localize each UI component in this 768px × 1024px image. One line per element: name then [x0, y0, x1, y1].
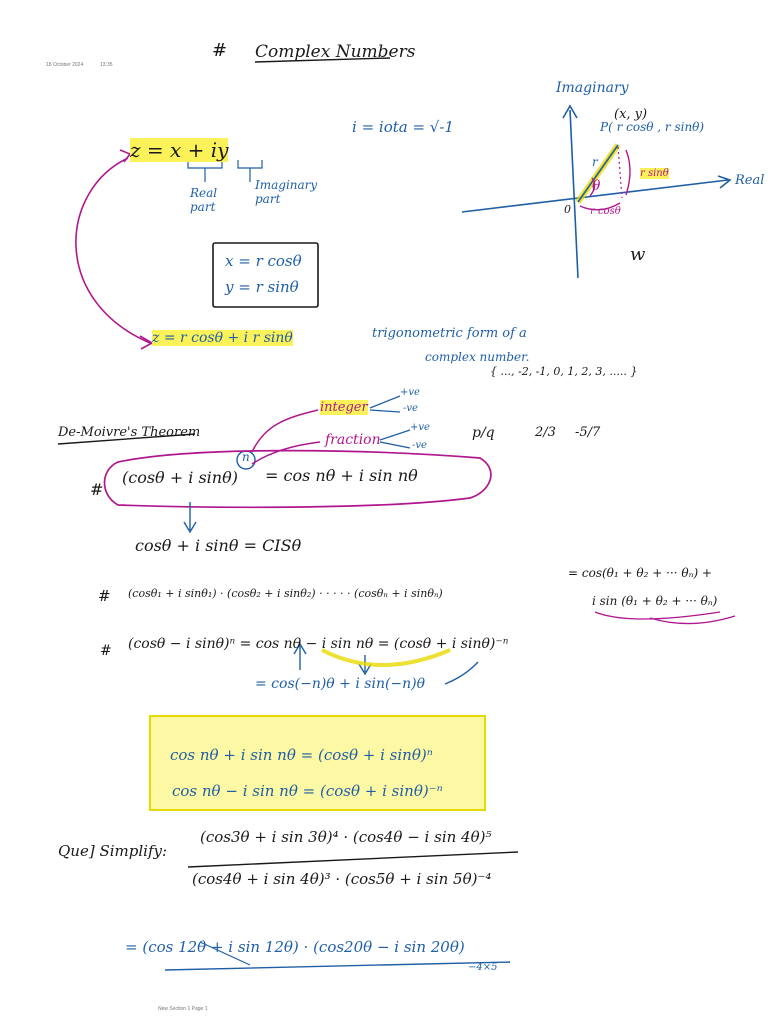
answer-exponent: −4×5 [468, 962, 498, 973]
trig-note-line1: trigonometric form of a [372, 326, 527, 341]
z-algebraic-form: z = x + iy [130, 138, 229, 162]
product-rhs-line1: = cos(θ₁ + θ₂ + ··· θₙ) + [568, 566, 712, 580]
integer-label: integer [320, 400, 368, 415]
time-stamp: 13:35 [100, 62, 113, 68]
integer-positive: +ve [400, 387, 420, 398]
summary-line2: cos nθ − i sin nθ = (cosθ + i sinθ)⁻ⁿ [172, 782, 443, 800]
fraction-example-1: 2/3 [535, 425, 556, 440]
real-part-label: Real part [190, 186, 218, 214]
question-numerator: (cos3θ + i sin 3θ)⁴ · (cos4θ − i sin 4θ)… [200, 828, 492, 846]
point-p-label: P( r cosθ , r sinθ) [600, 120, 705, 134]
cis-definition: cosθ + i sinθ = CISθ [135, 536, 302, 555]
y-equation: y = r sinθ [225, 278, 299, 296]
trig-form: z = r cosθ + i r sinθ [152, 330, 293, 346]
point-xy-label: (x, y) [614, 107, 648, 122]
fraction-example-2: -5/7 [575, 425, 601, 440]
trig-note-line2: complex number. [425, 350, 530, 364]
integer-negative: -ve [403, 403, 418, 414]
negative-exponent-line: (cosθ − i sinθ)ⁿ = cos nθ − i sin nθ = (… [128, 636, 509, 652]
x-equation: x = r cosθ [225, 252, 302, 270]
theorem-exponent-n: n [242, 450, 250, 464]
demoivre-heading: De-Moivre's Theorem [58, 425, 201, 440]
negative-exponent-result: = cos(−n)θ + i sin(−n)θ [255, 676, 426, 692]
date-stamp: 18 October 2024 [46, 62, 84, 68]
integer-set: { ..., -2, -1, 0, 1, 2, 3, ..... } [490, 365, 638, 378]
scribble-mark: w [630, 244, 646, 265]
fraction-negative: -ve [412, 440, 427, 451]
theorem-rhs: = cos nθ + i sin nθ [265, 466, 418, 485]
rsin-label: r sinθ [640, 168, 669, 179]
imaginary-part-label: Imaginary part [255, 178, 318, 206]
imaginary-axis-label: Imaginary [556, 80, 629, 96]
product-lhs: (cosθ₁ + i sinθ₁) · (cosθ₂ + i sinθ₂) · … [128, 587, 443, 600]
rcos-label: r cosθ [590, 206, 621, 217]
question-denominator: (cos4θ + i sin 4θ)³ · (cos5θ + i sin 5θ)… [192, 870, 492, 888]
page-title: Complex Numbers [255, 42, 416, 62]
page-footer: New Section 1 Page 1 [158, 1006, 208, 1012]
answer-first-step: = (cos 12θ + i sin 12θ) · (cos20θ − i si… [125, 938, 465, 956]
title-hash: # [212, 40, 228, 61]
theorem-lhs: (cosθ + i sinθ) [122, 468, 238, 487]
summary-line1: cos nθ + i sin nθ = (cosθ + i sinθ)ⁿ [170, 746, 433, 764]
fraction-label: fraction [325, 432, 381, 448]
fraction-positive: +ve [410, 422, 430, 433]
r-label: r [592, 155, 598, 169]
p-over-q: p/q [472, 425, 495, 441]
origin-label: 0 [564, 203, 571, 216]
theta-label: θ [592, 178, 601, 194]
iota-definition: i = iota = √-1 [352, 118, 454, 136]
product-rhs-line2: i sin (θ₁ + θ₂ + ··· θₙ) [592, 594, 718, 608]
question-label: Que] Simplify: [58, 842, 168, 860]
real-axis-label: Real [735, 173, 765, 188]
